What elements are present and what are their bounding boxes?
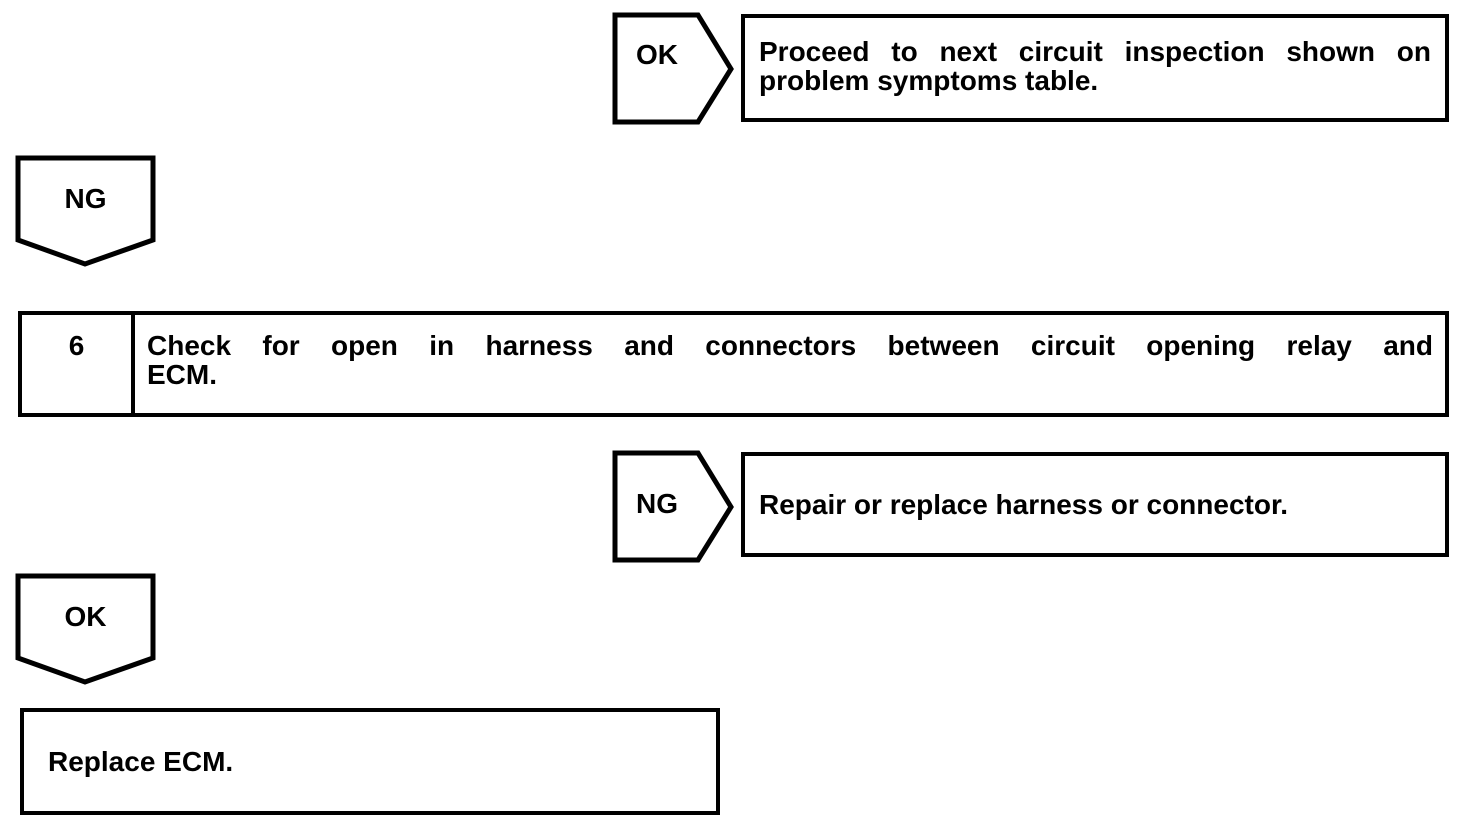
- step-instruction-cell: Check for open in harness and connectors…: [135, 315, 1445, 413]
- ng-result-text: Repair or replace harness or connector.: [759, 489, 1289, 520]
- down-pentagon-shape: [15, 573, 156, 685]
- step-instruction-line-2: ECM.: [147, 359, 217, 390]
- ok-result-box: Proceed to next circuit inspection shown…: [741, 14, 1449, 122]
- ok-right-arrow-icon: [612, 12, 734, 125]
- ng-down-pentagon-icon: [15, 155, 156, 267]
- ng-right-arrow-icon: [612, 450, 734, 563]
- right-arrow-shape: [612, 450, 734, 563]
- step-number-cell: 6: [22, 315, 135, 413]
- ok-result-line-1: Proceed to next circuit inspection shown…: [759, 36, 1431, 67]
- step-6-box: 6 Check for open in harness and connecto…: [18, 311, 1449, 417]
- ng-result-box: Repair or replace harness or connector.: [741, 452, 1449, 557]
- ok-down-pentagon-icon: [15, 573, 156, 685]
- step-number: 6: [68, 330, 85, 361]
- final-action-box: Replace ECM.: [20, 708, 720, 815]
- down-pentagon-shape: [15, 155, 156, 267]
- step-instruction-line-1: Check for open in harness and connectors…: [147, 330, 1433, 361]
- ok-result-line-2: problem symptoms table.: [759, 65, 1099, 96]
- right-arrow-shape: [612, 12, 734, 125]
- final-action-text: Replace ECM.: [48, 746, 234, 777]
